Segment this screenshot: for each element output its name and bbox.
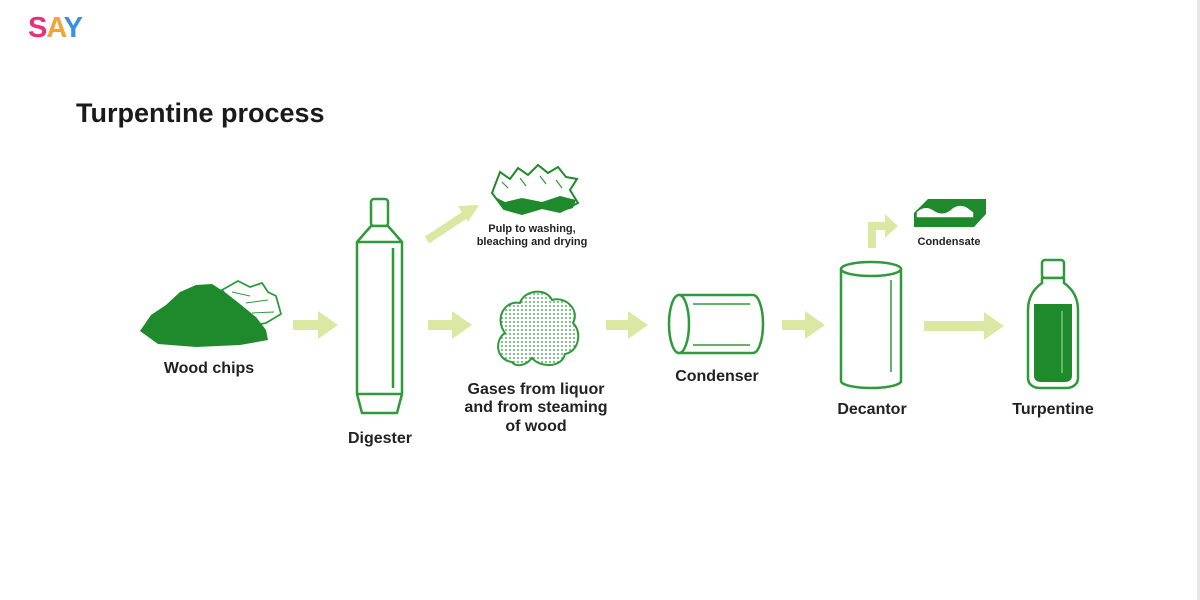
label-pulp-line-2: bleaching and drying [476,235,588,248]
wood-chips-icon [140,279,283,347]
arrow-decantor-to-condensate [868,214,898,248]
logo-letter-y: Y [63,12,83,44]
logo-letter-s: S [28,12,47,44]
label-gases-line-3: of wood [505,417,567,435]
label-pulp: Pulp to washing, bleaching and drying [462,223,602,248]
label-turpentine: Turpentine [1012,401,1094,418]
label-condenser: Condenser [675,368,759,385]
label-decantor: Decantor [837,401,907,418]
arrow-gases-to-condenser [606,311,648,339]
say-logo: SAY [28,12,83,44]
label-wood-chips: Wood chips [163,360,255,377]
logo-letter-a: A [46,12,64,44]
page-title: Turpentine process [76,98,325,128]
arrow-digester-to-gases [428,311,472,339]
label-digester: Digester [347,430,413,447]
condenser-icon [667,293,765,355]
arrow-woodchips-to-digester [293,311,338,339]
label-condensate: Condensate [917,236,981,248]
arrow-decantor-to-turpentine [924,312,1004,340]
label-pulp-line-1: Pulp to washing, [488,223,576,235]
right-edge-border [1197,0,1200,600]
label-gases-line-1: Gases from liquor [467,381,605,398]
arrow-condenser-to-decantor [782,311,825,339]
digester-icon [355,197,404,415]
turpentine-bottle-icon [1026,258,1080,390]
pulp-icon [490,163,580,216]
label-gases-line-2: and from steaming [464,399,608,417]
label-gases: Gases from liquor and from steaming of w… [452,381,620,436]
arrow-digester-to-pulp [424,205,479,244]
gases-cloud-icon [497,290,580,367]
decantor-icon [839,260,903,390]
condensate-icon [914,199,986,227]
